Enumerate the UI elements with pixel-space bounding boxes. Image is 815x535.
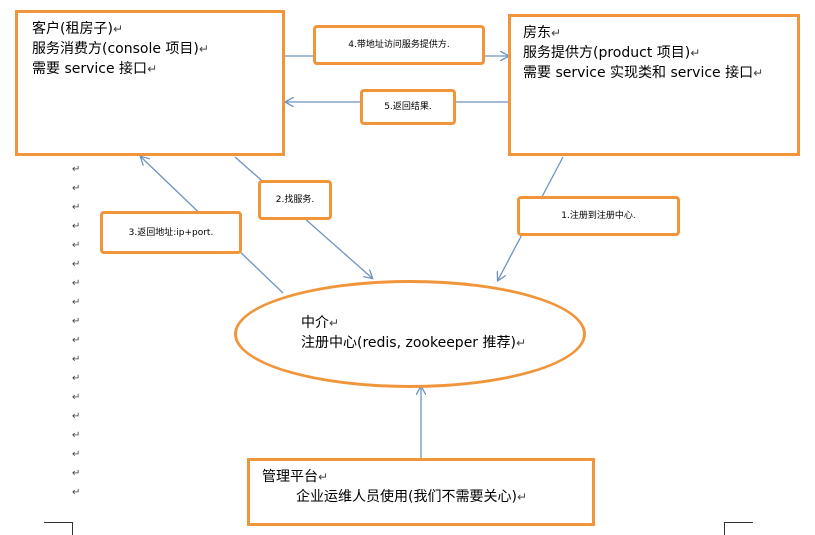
paragraph-mark: ↵ xyxy=(72,354,81,365)
step2-label: 2.找服务. xyxy=(258,180,332,220)
paragraph-mark: ↵ xyxy=(72,297,81,308)
step3-label: 3.返回地址:ip+port. xyxy=(100,211,242,254)
paragraph-mark: ↵ xyxy=(72,392,81,403)
paragraph-mark: ↵ xyxy=(72,221,81,232)
paragraph-mark: ↵ xyxy=(72,411,81,422)
step5-label: 5.返回结果. xyxy=(360,89,456,125)
paragraph-marks-column: ↵ ↵ ↵ ↵ ↵ ↵ ↵ ↵ ↵ ↵ ↵ ↵ ↵ ↵ ↵ ↵ ↵ ↵ xyxy=(72,160,86,510)
paragraph-mark: ↵ xyxy=(72,164,81,175)
landlord-requirement: 需要 service 实现类和 service 接口 xyxy=(523,65,754,81)
page-corner-left xyxy=(44,522,73,535)
landlord-role: 服务提供方(product 项目) xyxy=(523,45,691,61)
client-node: 客户(租房子)↵ 服务消费方(console 项目)↵ 需要 service 接… xyxy=(15,10,285,156)
admin-description: 企业运维人员使用(我们不需要关心) xyxy=(296,489,517,505)
paragraph-mark: ↵ xyxy=(72,335,81,346)
landlord-node: 房东↵ 服务提供方(product 项目)↵ 需要 service 实现类和 s… xyxy=(508,14,800,156)
admin-node: 管理平台↵ 企业运维人员使用(我们不需要关心)↵ xyxy=(247,458,595,526)
registry-node: 中介↵ 注册中心(redis, zookeeper 推荐)↵ xyxy=(234,280,586,388)
step1-label: 1.注册到注册中心. xyxy=(517,196,680,236)
paragraph-mark: ↵ xyxy=(72,487,81,498)
paragraph-mark: ↵ xyxy=(72,183,81,194)
client-requirement: 需要 service 接口 xyxy=(32,61,148,77)
paragraph-mark: ↵ xyxy=(72,202,81,213)
paragraph-mark: ↵ xyxy=(72,468,81,479)
paragraph-mark: ↵ xyxy=(72,373,81,384)
paragraph-mark: ↵ xyxy=(72,278,81,289)
registry-description: 注册中心(redis, zookeeper 推荐) xyxy=(301,335,516,351)
page-corner-right xyxy=(724,522,753,535)
landlord-title: 房东 xyxy=(523,25,551,41)
admin-title: 管理平台 xyxy=(262,469,318,485)
paragraph-mark: ↵ xyxy=(72,240,81,251)
client-title: 客户(租房子) xyxy=(32,21,113,37)
paragraph-mark: ↵ xyxy=(72,449,81,460)
paragraph-mark: ↵ xyxy=(72,316,81,327)
paragraph-mark: ↵ xyxy=(72,430,81,441)
paragraph-mark: ↵ xyxy=(72,259,81,270)
step4-label: 4.带地址访问服务提供方. xyxy=(313,25,485,65)
client-role: 服务消费方(console 项目) xyxy=(32,41,199,57)
registry-title: 中介 xyxy=(301,315,329,331)
